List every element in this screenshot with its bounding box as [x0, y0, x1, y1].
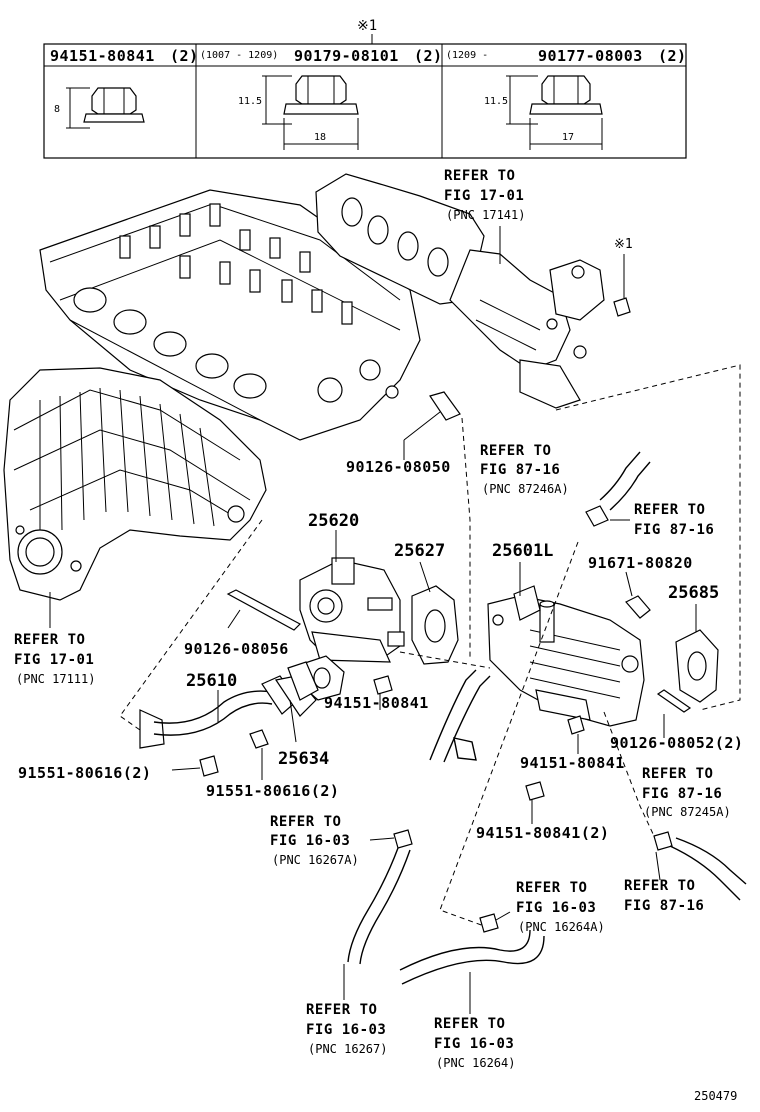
leader-lines: [49, 226, 697, 1014]
part-25620: 25620: [308, 511, 359, 531]
part-94151-80841-b: 94151-80841: [520, 754, 625, 772]
ref-line-3: (PNC 87246A): [482, 482, 569, 496]
table-qty-1: (2): [170, 47, 199, 65]
ref-line-1: REFER TO: [14, 632, 85, 648]
cylinder-head-drawing: [39, 189, 421, 441]
ref-line-1: REFER TO: [480, 443, 551, 459]
table-part-1: 94151-80841: [50, 47, 155, 65]
ref-line-1: REFER TO: [634, 502, 705, 518]
table-qty-3: (2): [658, 47, 687, 65]
table-height-1: 8: [54, 104, 60, 115]
fastener-table: ※1 94151-80841 (2) 8 (1007 - 1209) 90179…: [43, 18, 687, 159]
table-qty-2: (2): [414, 47, 443, 65]
ref-line-3: (PNC 17111): [16, 672, 95, 686]
exhaust-manifold-drawing: [315, 173, 605, 409]
part-25627: 25627: [394, 541, 445, 561]
flange-nut-icon: [283, 75, 359, 115]
ref-line-1: REFER TO: [444, 168, 515, 184]
ref-fig-17-01-intake: REFER TO FIG 17-01 (PNC 17111): [14, 632, 95, 686]
part-94151-80841-a: 94151-80841: [324, 694, 429, 712]
fasteners-drawing: [199, 297, 692, 933]
ref-line-3: (PNC 16267A): [272, 853, 359, 867]
ref-line-2: FIG 17-01: [444, 188, 524, 204]
part-91671-80820: 91671-80820: [588, 554, 693, 572]
ref-line-3: (PNC 17141): [446, 208, 525, 222]
ref-line-1: REFER TO: [270, 814, 341, 830]
part-94151-80841-c: 94151-80841(2): [476, 824, 609, 842]
table-part-2: 90179-08101: [294, 47, 399, 65]
ref-line-2: FIG 87-16: [642, 786, 722, 802]
ref-line-1: REFER TO: [306, 1002, 377, 1018]
mark-1: ※1: [614, 237, 633, 252]
ref-fig-16-03-a: REFER TO FIG 16-03 (PNC 16267A): [270, 814, 359, 867]
egr-cooler-drawing: [487, 585, 645, 727]
ref-line-2: FIG 87-16: [624, 898, 704, 914]
table-part-3: 90177-08003: [538, 47, 643, 65]
ref-line-2: FIG 16-03: [270, 833, 350, 849]
egr-pipe-drawing: [139, 675, 317, 749]
cooler-gasket-drawing: [675, 629, 719, 703]
table-note-3: (1209 -: [446, 50, 488, 61]
ref-line-2: FIG 87-16: [634, 522, 714, 538]
ref-line-2: FIG 16-03: [306, 1022, 386, 1038]
ref-line-1: REFER TO: [434, 1016, 505, 1032]
ref-line-2: FIG 17-01: [14, 652, 94, 668]
ref-fig-87-16-d: REFER TO FIG 87-16: [624, 878, 704, 914]
ref-line-2: FIG 16-03: [434, 1036, 514, 1052]
table-height-3: 11.5: [484, 96, 508, 107]
ref-fig-17-01-exhaust: REFER TO FIG 17-01 (PNC 17141): [444, 168, 525, 222]
ref-line-1: REFER TO: [516, 880, 587, 896]
part-90126-08056: 90126-08056: [184, 640, 289, 658]
ref-fig-16-03-c: REFER TO FIG 16-03 (PNC 16267): [306, 1002, 387, 1056]
part-25601L: 25601L: [492, 541, 553, 561]
ref-line-1: REFER TO: [642, 766, 713, 782]
ref-line-3: (PNC 16264A): [518, 920, 605, 934]
table-note-2: (1007 - 1209): [200, 50, 278, 61]
ref-fig-16-03-d: REFER TO FIG 16-03 (PNC 16264): [434, 1016, 515, 1070]
small-gaskets-drawing: [287, 655, 345, 701]
ref-line-1: REFER TO: [624, 878, 695, 894]
ref-fig-16-03-b: REFER TO FIG 16-03 (PNC 16264A): [516, 880, 605, 934]
ref-line-2: FIG 16-03: [516, 900, 596, 916]
hoses-drawing: [347, 451, 747, 985]
egr-valve-drawing: [299, 557, 405, 663]
flange-nut-icon: [83, 87, 145, 123]
part-90126-08050: 90126-08050: [346, 458, 451, 476]
ref-line-3: (PNC 16267): [308, 1042, 387, 1056]
part-25634: 25634: [278, 749, 329, 769]
assembly-guide-lines: [119, 364, 741, 927]
ref-fig-87-16-a: REFER TO FIG 87-16 (PNC 87246A): [480, 443, 569, 496]
intake-manifold-drawing: [3, 367, 267, 601]
ref-line-2: FIG 87-16: [480, 462, 560, 478]
part-91551-80616-a: 91551-80616(2): [18, 764, 151, 782]
part-25610: 25610: [186, 671, 237, 691]
ref-line-3: (PNC 87245A): [644, 805, 731, 819]
part-91551-80616-b: 91551-80616(2): [206, 782, 339, 800]
egr-gasket-drawing: [411, 585, 459, 665]
ref-fig-87-16-b: REFER TO FIG 87-16: [634, 502, 714, 538]
table-height-2: 11.5: [238, 96, 262, 107]
table-width-2: 18: [314, 132, 326, 143]
table-mark: ※1: [357, 18, 377, 34]
ref-line-3: (PNC 16264): [436, 1056, 515, 1070]
part-25685: 25685: [668, 583, 719, 603]
ref-fig-87-16-c: REFER TO FIG 87-16 (PNC 87245A): [642, 766, 731, 819]
figure-id: 250479: [694, 1089, 737, 1103]
flange-nut-icon: [529, 75, 603, 115]
part-90126-08052: 90126-08052(2): [610, 734, 743, 752]
table-width-3: 17: [562, 132, 574, 143]
